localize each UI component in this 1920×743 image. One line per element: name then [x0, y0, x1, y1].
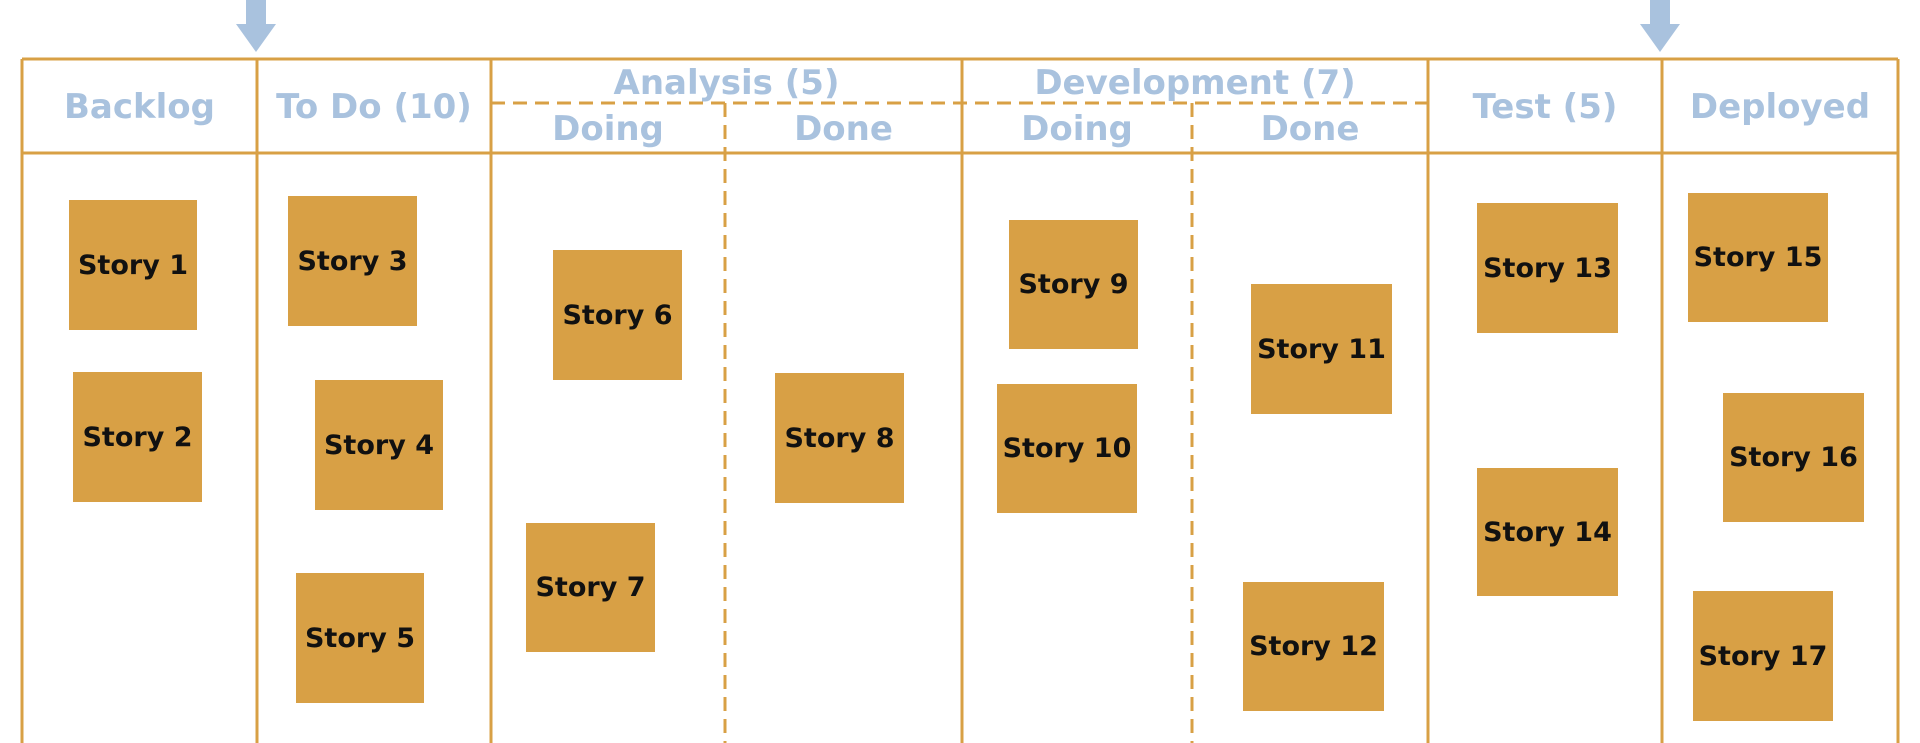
story-card[interactable]: Story 12 [1243, 582, 1384, 711]
column-header-test: Test (5) [1472, 87, 1618, 127]
column-header-analysis: Analysis (5) [613, 63, 840, 103]
story-card[interactable]: Story 16 [1723, 393, 1864, 522]
story-card[interactable]: Story 6 [553, 250, 682, 380]
subcolumn-header-analysis-done: Done [794, 109, 893, 149]
story-card[interactable]: Story 17 [1693, 591, 1833, 721]
story-card[interactable]: Story 1 [69, 200, 197, 330]
subcolumn-header-development-done: Done [1260, 109, 1360, 149]
story-card[interactable]: Story 13 [1477, 203, 1618, 333]
story-card[interactable]: Story 5 [296, 573, 424, 703]
column-header-development: Development (7) [1034, 63, 1356, 103]
board-frame [20, 57, 1900, 743]
column-header-deployed: Deployed [1689, 87, 1871, 127]
subcolumn-dividers [491, 101, 1428, 743]
down-arrow-icon [1640, 0, 1680, 52]
down-arrow-icon [236, 0, 276, 52]
subcolumn-header-analysis-doing: Doing [552, 109, 664, 149]
story-card[interactable]: Story 7 [526, 523, 655, 652]
column-header-todo: To Do (10) [276, 87, 472, 127]
story-card[interactable]: Story 3 [288, 196, 417, 326]
story-card[interactable]: Story 10 [997, 384, 1137, 513]
column-header-backlog: Backlog [64, 87, 215, 127]
story-card[interactable]: Story 2 [73, 372, 202, 502]
story-card[interactable]: Story 9 [1009, 220, 1138, 349]
story-card[interactable]: Story 14 [1477, 468, 1618, 596]
story-card[interactable]: Story 11 [1251, 284, 1392, 414]
story-card[interactable]: Story 8 [775, 373, 904, 503]
story-card[interactable]: Story 4 [315, 380, 443, 510]
story-card[interactable]: Story 15 [1688, 193, 1828, 322]
subcolumn-header-development-doing: Doing [1021, 109, 1133, 149]
